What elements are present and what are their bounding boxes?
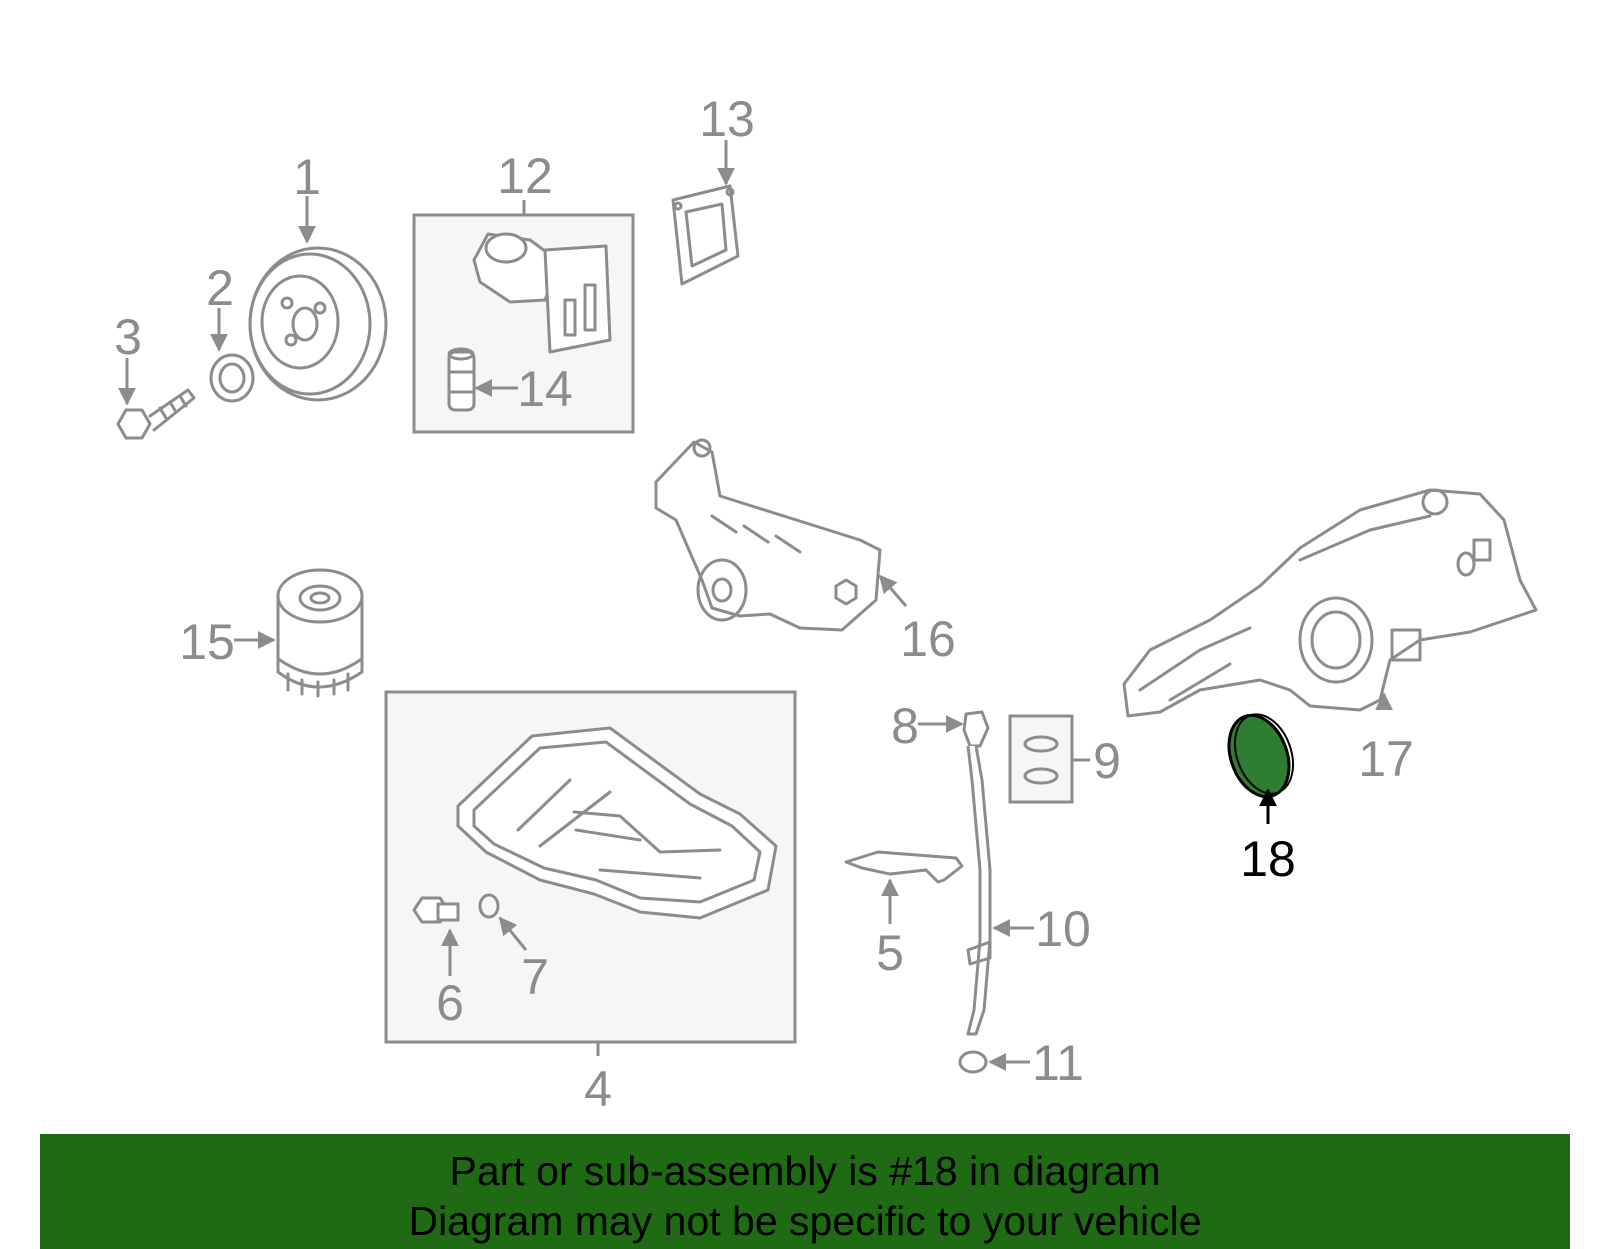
label-6: 6 <box>436 975 464 1031</box>
label-15: 15 <box>179 614 235 670</box>
leader-7 <box>498 916 528 951</box>
label-3: 3 <box>114 309 142 365</box>
part-6-drain-plug[interactable] <box>412 896 460 924</box>
part-10-dipstick-tube[interactable] <box>966 745 992 1036</box>
label-12: 12 <box>497 148 553 204</box>
footer-line-1: Part or sub-assembly is #18 in diagram <box>449 1148 1161 1194</box>
label-16: 16 <box>900 611 956 667</box>
footer-line-2: Diagram may not be specific to your vehi… <box>408 1198 1202 1244</box>
part-9-o-ring-kit[interactable] <box>1023 735 1059 785</box>
label-8: 8 <box>891 698 919 754</box>
label-17: 17 <box>1358 731 1414 787</box>
label-10: 10 <box>1035 901 1091 957</box>
part-16-oil-pump[interactable] <box>654 438 882 632</box>
part-9-kit-box <box>1008 714 1074 804</box>
part-15-oil-filter[interactable] <box>276 568 364 698</box>
label-2: 2 <box>206 260 234 316</box>
footer-banner: Part or sub-assembly is #18 in diagram D… <box>40 1134 1570 1249</box>
label-4: 4 <box>584 1061 612 1117</box>
part-13-gasket[interactable] <box>671 184 740 286</box>
label-11: 11 <box>1032 1035 1084 1091</box>
label-18: 18 <box>1240 831 1296 887</box>
part-12-oil-filter-housing[interactable] <box>472 232 612 354</box>
part-2-washer[interactable] <box>209 353 255 403</box>
part-7-o-ring[interactable] <box>478 893 500 919</box>
part-11-o-ring[interactable] <box>958 1050 988 1074</box>
label-9: 9 <box>1093 733 1121 789</box>
part-17-engine-housing[interactable] <box>1122 488 1538 718</box>
label-14: 14 <box>517 361 573 417</box>
part-14-sleeve[interactable] <box>447 347 476 412</box>
label-13: 13 <box>699 91 755 147</box>
part-8-dipstick[interactable] <box>962 710 990 748</box>
part-18-seal-highlighted[interactable] <box>1218 706 1303 805</box>
part-1-crankshaft-pulley[interactable] <box>248 246 388 402</box>
label-7: 7 <box>521 949 549 1005</box>
part-4-oil-pan[interactable] <box>456 726 778 920</box>
part-5-bracket[interactable] <box>844 850 964 884</box>
part-3-bolt[interactable] <box>116 388 196 440</box>
leader-16 <box>878 574 908 607</box>
label-1: 1 <box>293 149 321 205</box>
label-5: 5 <box>876 925 904 981</box>
